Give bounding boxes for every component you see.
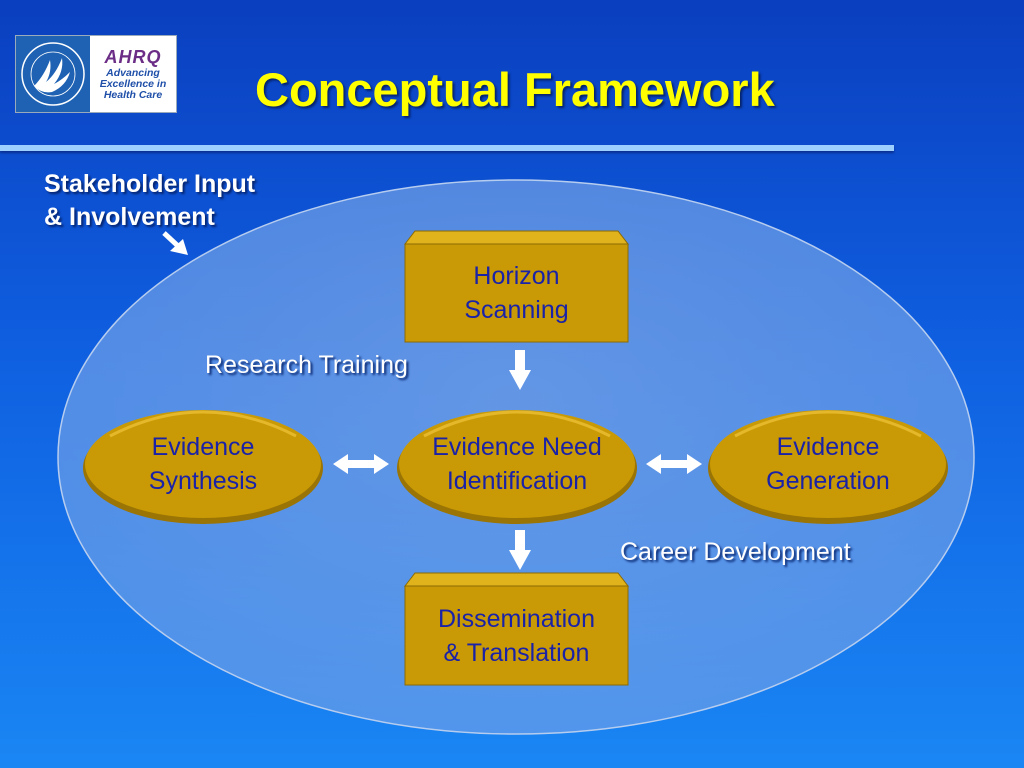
horizon-line-2: Scanning xyxy=(464,296,569,324)
evidence-synthesis-node: Evidence Synthesis xyxy=(85,426,321,502)
ahrq-logo-block: AHRQ Advancing Excellence in Health Care xyxy=(90,36,176,112)
stakeholder-arrow xyxy=(162,231,188,255)
need-line-2: Identification xyxy=(446,467,588,495)
career-development-label: Career Development xyxy=(620,538,851,566)
need-line-1: Evidence Need xyxy=(432,433,602,461)
synthesis-line-1: Evidence xyxy=(151,433,255,461)
hhs-ahrq-logo: AHRQ Advancing Excellence in Health Care xyxy=(15,35,177,113)
ahrq-tagline-3: Health Care xyxy=(103,89,163,101)
generation-line-1: Evidence xyxy=(776,433,880,461)
synthesis-line-2: Synthesis xyxy=(148,467,258,495)
slide-title: Conceptual Framework xyxy=(255,63,775,116)
title-divider xyxy=(0,145,894,151)
dissemination-box xyxy=(403,572,630,686)
double-arrow-right xyxy=(646,454,702,474)
stakeholder-line-1: Stakeholder Input xyxy=(44,170,256,198)
generation-oval xyxy=(708,410,948,524)
evidence-generation-node: Evidence Generation xyxy=(710,426,946,502)
stakeholder-line-2: & Involvement xyxy=(44,203,215,231)
research-training-label: Research Training xyxy=(205,351,408,379)
down-arrow-bottom xyxy=(509,530,531,570)
hhs-seal-icon xyxy=(16,36,90,112)
ahrq-tagline-2: Excellence in xyxy=(99,78,167,90)
generation-line-2: Generation xyxy=(766,467,890,495)
synthesis-oval xyxy=(83,410,323,524)
dissemination-line-2: & Translation xyxy=(443,638,590,667)
need-oval xyxy=(397,410,637,524)
ahrq-tagline-1: Advancing xyxy=(106,67,160,79)
ahrq-wordmark: AHRQ xyxy=(104,47,162,67)
evidence-need-node: Evidence Need Identification xyxy=(399,426,635,502)
dissemination-node: Dissemination & Translation xyxy=(405,586,628,685)
double-arrow-left xyxy=(333,454,389,474)
down-arrow-top xyxy=(509,350,531,390)
horizon-box xyxy=(403,230,630,343)
horizon-line-1: Horizon xyxy=(473,262,560,290)
dissemination-line-1: Dissemination xyxy=(437,604,595,633)
stakeholder-label: Stakeholder Input & Involvement xyxy=(44,168,304,234)
horizon-scanning-node: Horizon Scanning xyxy=(405,244,628,342)
